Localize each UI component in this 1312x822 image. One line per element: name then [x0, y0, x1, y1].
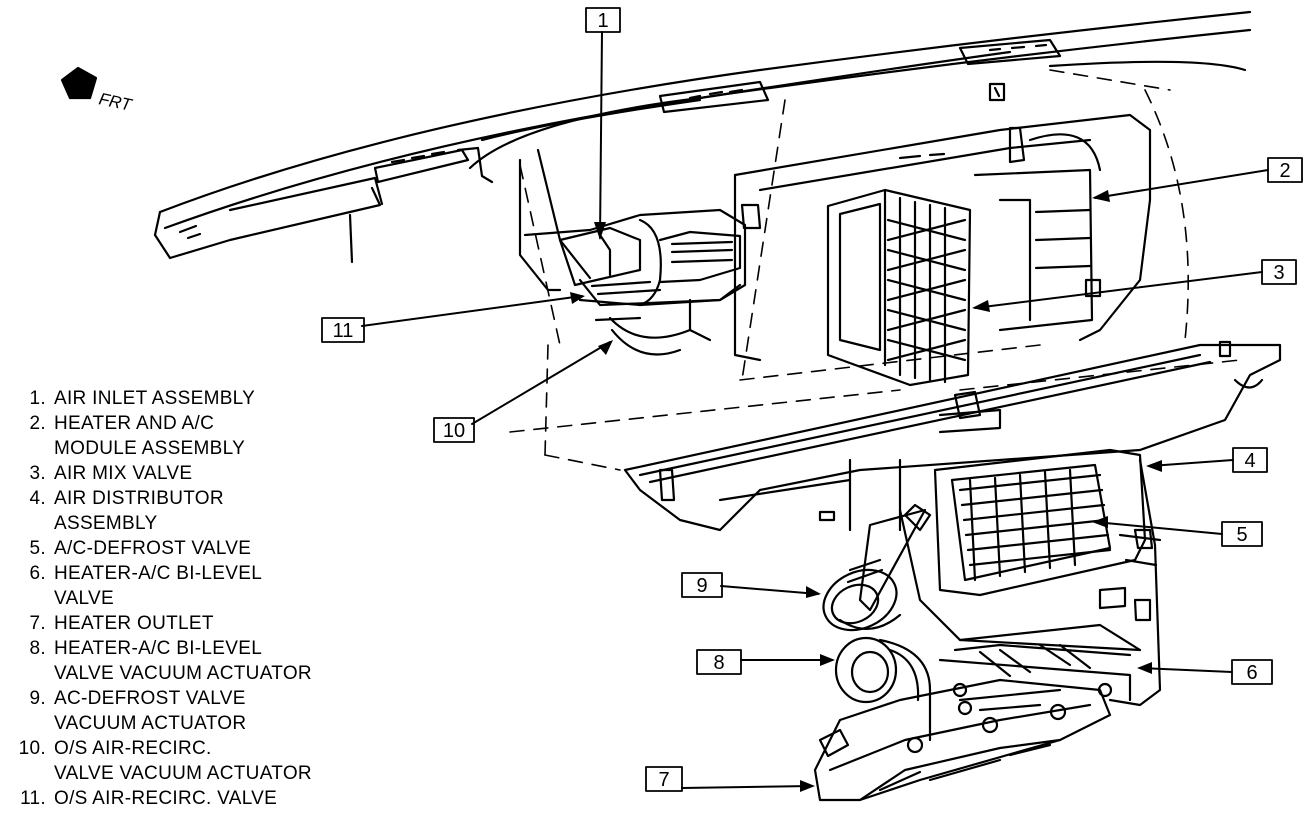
air-distributor-drawing: [623, 340, 1282, 532]
legend-item-number: 6.: [29, 563, 46, 584]
legend-item: 4. AIR DISTRIBUTOR ASSEMBLY: [10, 486, 390, 536]
lower-outlet-housing-drawing: [813, 448, 1162, 802]
callout-arrowheads: [570, 190, 1162, 792]
legend-item: 3. AIR MIX VALVE: [10, 461, 390, 486]
front-direction-label: FRT: [97, 89, 135, 115]
legend-item-text: HEATER-A/C BI-LEVEL VALVE: [54, 563, 263, 609]
legend-item: 11. O/S AIR-RECIRC. VALVE: [10, 786, 390, 811]
callout-box-6: [1231, 659, 1273, 685]
callout-number-9: 9: [696, 575, 707, 597]
legend-item-text: O/S AIR-RECIRC. VALVE VACUUM ACTUATOR: [54, 738, 312, 784]
callout-number-7: 7: [658, 769, 669, 791]
callout-boxes: [321, 7, 1303, 792]
legend-item-number: 2.: [29, 413, 46, 434]
legend-item-text: HEATER-A/C BI-LEVEL VALVE VACUUM ACTUATO…: [54, 638, 312, 684]
front-arrow-icon: [60, 66, 98, 100]
legend-item: 1. AIR INLET ASSEMBLY: [10, 386, 390, 411]
callout-number-1: 1: [597, 10, 608, 32]
legend-item-text: HEATER AND A/C MODULE ASSEMBLY: [54, 413, 246, 459]
callout-box-11: [321, 317, 365, 343]
legend-item: 7. HEATER OUTLET: [10, 611, 390, 636]
parts-legend: 1. AIR INLET ASSEMBLY 2. HEATER AND A/C MO…: [10, 386, 390, 811]
callout-box-9: [681, 572, 723, 598]
legend-item: 10. O/S AIR-RECIRC. VALVE VACUUM ACTUATOR: [10, 736, 390, 786]
legend-item-number: 7.: [29, 613, 46, 634]
legend-item-text: AC-DEFROST VALVE VACUUM ACTUATOR: [54, 688, 247, 734]
legend-item-text: AIR DISTRIBUTOR ASSEMBLY: [54, 488, 224, 534]
legend-item-number: 5.: [29, 538, 46, 559]
explode-guide-lines: [509, 69, 1241, 471]
callout-box-2: [1267, 157, 1303, 183]
front-direction-indicator: FRT: [60, 66, 135, 115]
instrument-panel-drawing: [153, 10, 1252, 264]
callout-number-4: 4: [1244, 450, 1255, 472]
legend-item-number: 9.: [29, 688, 46, 709]
legend-item: 6. HEATER-A/C BI-LEVEL VALVE: [10, 561, 390, 611]
legend-item-number: 4.: [29, 488, 46, 509]
callout-numbers: 1 2 3 4 5 6 7 8 9 10 11: [333, 10, 1291, 791]
legend-item-text: AIR INLET ASSEMBLY: [54, 388, 256, 409]
callout-number-5: 5: [1236, 524, 1247, 546]
legend-item-number: 10.: [18, 738, 46, 759]
legend-item-text: O/S AIR-RECIRC. VALVE: [54, 788, 278, 809]
legend-item-number: 1.: [29, 388, 46, 409]
callout-box-7: [645, 766, 683, 792]
callout-number-11: 11: [333, 320, 354, 342]
legend-item: 5. A/C-DEFROST VALVE: [10, 536, 390, 561]
air-inlet-assembly-drawing: [518, 148, 762, 356]
legend-item-text: HEATER OUTLET: [54, 613, 214, 634]
callout-number-3: 3: [1273, 262, 1284, 284]
legend-item: 2. HEATER AND A/C MODULE ASSEMBLY: [10, 411, 390, 461]
legend-item-number: 11.: [20, 788, 46, 809]
callout-leaders: [361, 31, 1269, 789]
heater-ac-module-drawing: [733, 113, 1152, 387]
legend-item: 8. HEATER-A/C BI-LEVEL VALVE VACUUM ACTUA…: [10, 636, 390, 686]
callout-number-8: 8: [713, 652, 724, 674]
callout-box-5: [1221, 521, 1263, 547]
legend-item: 9. AC-DEFROST VALVE VACUUM ACTUATOR: [10, 686, 390, 736]
callout-number-6: 6: [1246, 662, 1257, 684]
legend-item-number: 8.: [29, 638, 46, 659]
callout-box-8: [696, 649, 742, 675]
callout-number-10: 10: [443, 420, 465, 442]
callout-box-3: [1261, 259, 1297, 285]
legend-item-number: 3.: [29, 463, 46, 484]
callout-number-2: 2: [1279, 160, 1290, 182]
callout-box-1: [585, 7, 621, 33]
callout-box-4: [1232, 447, 1268, 473]
callout-box-10: [433, 417, 475, 443]
legend-item-text: A/C-DEFROST VALVE: [54, 538, 252, 559]
legend-item-text: AIR MIX VALVE: [54, 463, 193, 484]
